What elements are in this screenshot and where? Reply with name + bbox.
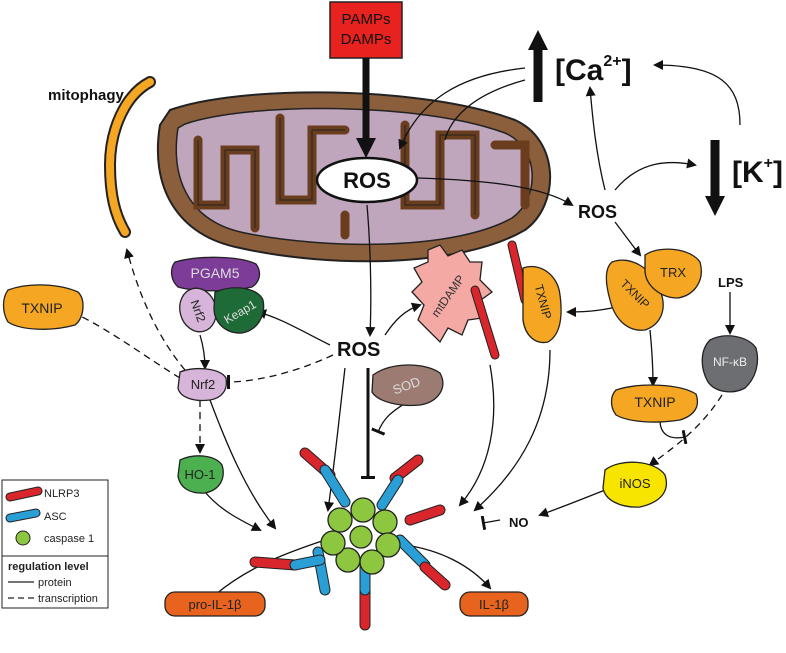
nrf2-complex-to-nrf2: [199, 334, 210, 370]
mitophagy-label: mitophagy: [48, 87, 124, 104]
mito-ros-to-ros-center: [365, 204, 376, 337]
txnip-left: TXNIP: [2, 284, 84, 330]
mtdamp-to-inflammasome: [458, 364, 495, 507]
txnip-trx-complex: TXNIP TRX: [605, 248, 702, 331]
svg-text:pro-IL-1β: pro-IL-1β: [189, 597, 242, 612]
potassium-label-close: ]: [773, 156, 783, 189]
lps-label: LPS: [718, 275, 744, 290]
sod: SOD: [371, 364, 444, 407]
ros-center-to-keap1: [256, 309, 331, 346]
ros-center-to-mtdamp: [384, 302, 422, 336]
legend-protein: protein: [38, 577, 72, 589]
nrf2-to-inflammasome: [209, 399, 277, 530]
ros-center-label: ROS: [337, 339, 380, 361]
to-il1b-arrow: [404, 544, 492, 590]
pamps-damps-box: [329, 1, 403, 59]
svg-text:[Ca2+]: [Ca2+]: [555, 53, 632, 87]
mito-ros-ellipse: [315, 156, 419, 204]
ros-to-nrf2-dashed: [226, 354, 334, 390]
mito-ros-label: ROS: [343, 168, 391, 193]
ros-center-to-inflammasome: [324, 367, 346, 512]
pgam5: PGAM5: [170, 256, 261, 292]
svg-text:TXNIP: TXNIP: [21, 300, 62, 316]
ros-right-to-potassium: [614, 158, 697, 191]
calcium-to-mito-ros: [398, 67, 526, 150]
calcium-to-mito: [444, 79, 526, 141]
ros-right-to-calcium: [585, 86, 606, 191]
mtdamp: mtDAMP: [411, 244, 500, 360]
potassium-to-calcium: [653, 60, 741, 126]
calcium-label-close: ]: [622, 54, 632, 87]
svg-text:TXNIP: TXNIP: [634, 394, 675, 410]
svg-text:NF-κB: NF-κB: [713, 355, 747, 369]
txnip-mid-to-inflammasome: [473, 349, 551, 512]
svg-text:PGAM5: PGAM5: [190, 265, 239, 281]
keap1: Keap1: [213, 287, 265, 334]
potassium-superscript: +: [764, 155, 773, 172]
svg-text:HO-1: HO-1: [184, 467, 215, 482]
txnip-low-inhibit: [659, 419, 688, 445]
ros-to-ros-right: [417, 177, 574, 207]
svg-text:iNOS: iNOS: [619, 476, 650, 491]
pro-il1b: pro-IL-1β: [164, 591, 266, 617]
damps-label: DAMPs: [341, 31, 392, 48]
no-inhibit: [480, 515, 501, 531]
svg-text:[K+]: [K+]: [732, 155, 783, 189]
ros-right-label: ROS: [578, 202, 617, 222]
legend-nlrp3: NLRP3: [44, 488, 79, 500]
nfkb-to-inos: [648, 394, 723, 467]
potassium-label-open: [K: [732, 156, 764, 189]
txnip-mid: TXNIP: [507, 240, 562, 344]
legend-caspase1: caspase 1: [44, 533, 94, 545]
inos: iNOS: [602, 461, 667, 508]
txnip-trx-to-txnip-low: [647, 329, 658, 387]
svg-text:Nrf2: Nrf2: [191, 377, 216, 392]
legend-regulation-title: regulation level: [8, 561, 89, 573]
legend: NLRP3 ASC caspase 1 regulation level pro…: [1, 479, 109, 609]
pamps-label: PAMPs: [342, 11, 391, 28]
svg-text:TRX: TRX: [660, 265, 686, 280]
nrf2: Nrf2: [177, 367, 228, 402]
il1b: IL-1β: [459, 591, 529, 617]
svg-text:IL-1β: IL-1β: [479, 597, 509, 612]
legend-transcription: transcription: [38, 593, 98, 605]
nrf2-to-txnip-left: [74, 308, 181, 379]
nfkb: NF-κB: [701, 335, 759, 393]
ho1-to-inflammasome: [204, 491, 262, 531]
nrf2-complex: Nrf2: [179, 287, 217, 333]
ho1: HO-1: [177, 455, 224, 494]
no-label: NO: [509, 515, 529, 530]
legend-asc: ASC: [44, 511, 67, 523]
calcium-label-open: [Ca: [555, 54, 604, 87]
ros-right-to-trx: [614, 221, 642, 257]
inflammasome: [249, 447, 451, 631]
nrf2-to-mitophagy: [124, 248, 186, 371]
connector-arrows: [199, 60, 741, 596]
txnip-low: TXNIP: [610, 384, 699, 423]
transcription-lines: [74, 248, 723, 467]
calcium-superscript: 2+: [603, 53, 621, 70]
inos-to-no: [538, 489, 606, 518]
